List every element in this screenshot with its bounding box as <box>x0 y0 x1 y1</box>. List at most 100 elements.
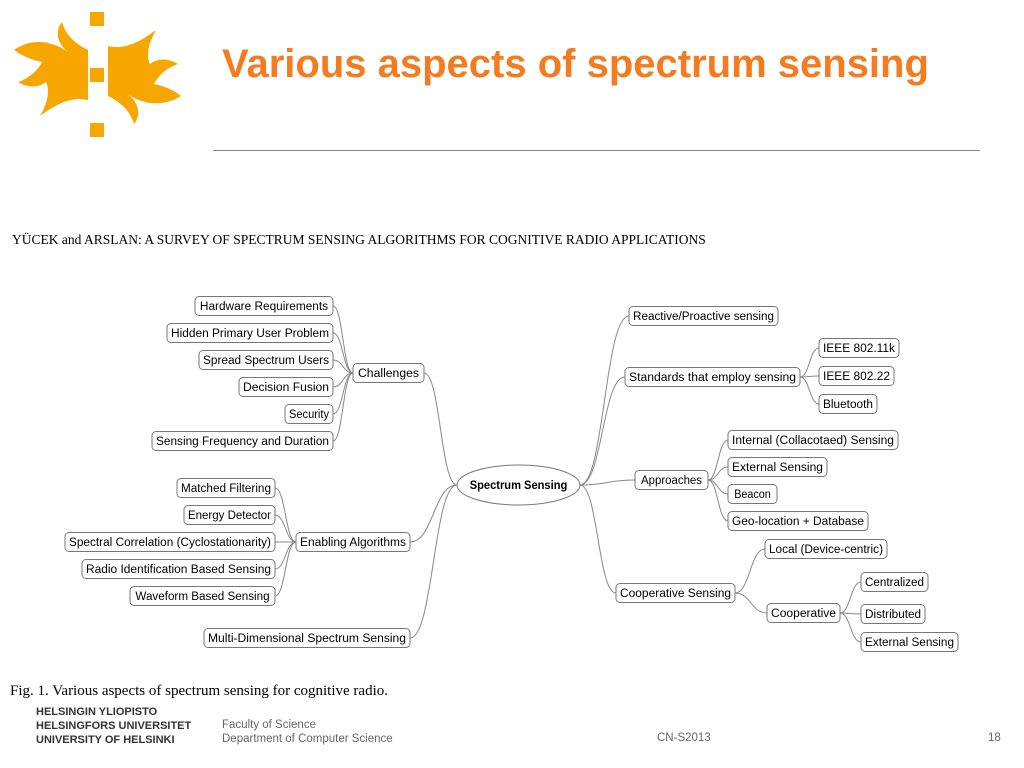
connector <box>734 592 768 614</box>
node-box <box>176 478 276 498</box>
node-waveform-based-sensing: Waveform Based Sensing <box>129 586 276 606</box>
university-name-sv: HELSINGFORS UNIVERSITET <box>36 720 192 732</box>
connector <box>579 484 617 594</box>
paper-header: YÜCEK and ARSLAN: A SURVEY OF SPECTRUM S… <box>12 232 706 247</box>
node-box <box>194 296 334 316</box>
node-label: Beacon <box>734 489 771 501</box>
node-label: Local (Device-centric) <box>769 544 883 556</box>
node-security: Security <box>284 404 334 424</box>
connector <box>579 376 626 486</box>
node-hidden-primary-user-problem: Hidden Primary User Problem <box>166 323 334 343</box>
node-geo-location-database: Geo-location + Database <box>727 511 869 531</box>
connector <box>707 439 729 481</box>
connector <box>734 548 766 594</box>
node-box <box>129 586 276 606</box>
node-box <box>166 323 334 343</box>
node-box <box>764 539 888 559</box>
node-box <box>183 505 276 525</box>
slide-number: 18 <box>988 732 1001 744</box>
connector <box>332 372 354 442</box>
title-divider <box>213 150 980 151</box>
connector <box>799 347 820 378</box>
connector <box>274 487 297 543</box>
node-box <box>284 404 334 424</box>
node-box <box>727 430 899 450</box>
node-label: Cooperative <box>771 608 836 620</box>
node-local-device-centric: Local (Device-centric) <box>764 539 888 559</box>
university-name: HELSINGIN YLIOPISTO HELSINGFORS UNIVERSI… <box>36 705 191 747</box>
node-label: Security <box>289 409 329 421</box>
node-enabling-algorithms: Enabling Algorithms <box>295 532 411 552</box>
node-external-sensing: External Sensing <box>727 457 828 477</box>
node-label: Hardware Requirements <box>200 301 328 313</box>
connector <box>423 372 458 486</box>
university-name-en: UNIVERSITY OF HELSINKI <box>36 734 175 746</box>
node-box <box>456 464 581 506</box>
node-label: IEEE 802.22 <box>823 371 890 383</box>
node-challenges: Challenges <box>352 363 425 383</box>
node-hardware-requirements: Hardware Requirements <box>194 296 334 316</box>
node-label: Centralized <box>865 577 924 589</box>
node-cooperative: Cooperative <box>766 603 841 623</box>
node-label: Matched Filtering <box>181 483 271 495</box>
node-label: External Sensing <box>732 462 823 474</box>
node-label: Challenges <box>358 368 419 380</box>
node-approaches: Approaches <box>634 470 709 490</box>
connector <box>707 479 729 522</box>
connector <box>707 466 729 481</box>
node-box <box>860 632 959 652</box>
university-name-fi: HELSINGIN YLIOPISTO <box>36 706 158 718</box>
connector <box>332 305 354 374</box>
node-label: Spectral Correlation (Cyclostationarity) <box>69 537 271 549</box>
figure-caption: Fig. 1. Various aspects of spectrum sens… <box>10 683 388 699</box>
node-sensing-frequency-and-duration: Sensing Frequency and Duration <box>151 431 334 451</box>
node-label: IEEE 802.11k <box>823 343 895 355</box>
node-box <box>203 628 411 648</box>
node-label: Bluetooth <box>823 399 873 411</box>
node-standards-that-employ-sensing: Standards that employ sensing <box>624 367 801 387</box>
node-box <box>727 484 778 504</box>
node-box <box>624 367 801 387</box>
node-label: External Sensing <box>865 637 954 649</box>
node-label: Reactive/Proactive sensing <box>633 311 774 323</box>
node-label: Decision Fusion <box>243 382 329 394</box>
node-label: Spectrum Sensing <box>470 480 568 492</box>
node-label: Geo-location + Database <box>732 516 864 528</box>
node-box <box>198 350 334 370</box>
node-label: Spread Spectrum Users <box>203 355 329 367</box>
node-box <box>634 470 709 490</box>
node-label: Standards that employ sensing <box>629 372 796 384</box>
slide-title: Various aspects of spectrum sensing <box>222 42 929 86</box>
connector <box>579 315 630 486</box>
node-radio-identification-based-sensing: Radio Identification Based Sensing <box>81 559 276 579</box>
node-spectral-correlation-cyclostationarity: Spectral Correlation (Cyclostationarity) <box>64 532 276 552</box>
node-label: Sensing Frequency and Duration <box>156 436 329 448</box>
footer-faculty: Faculty of Science <box>222 719 316 731</box>
node-box <box>727 457 828 477</box>
connector <box>839 581 862 614</box>
node-box <box>860 572 929 592</box>
connector <box>274 541 297 597</box>
spectrum-sensing-mindmap: Spectrum Sensing Challenges Hardware Requi… <box>64 296 959 652</box>
node-label: Internal (Collacotaed) Sensing <box>732 435 894 447</box>
node-cooperative-sensing: Cooperative Sensing <box>615 583 736 603</box>
node-distributed: Distributed <box>860 604 926 624</box>
node-decision-fusion: Decision Fusion <box>238 377 334 397</box>
connector <box>274 514 297 543</box>
footer-course-code: CN-S2013 <box>657 732 711 744</box>
node-box <box>615 583 736 603</box>
node-matched-filtering: Matched Filtering <box>176 478 276 498</box>
node-box <box>81 559 276 579</box>
node-spectrum-sensing: Spectrum Sensing <box>456 464 581 506</box>
connector <box>274 541 297 570</box>
connector <box>332 359 354 374</box>
connector <box>579 479 636 486</box>
connector <box>799 376 820 405</box>
node-label: Energy Detector <box>188 510 271 522</box>
footer-department: Department of Computer Science <box>222 733 393 745</box>
node-box <box>818 338 900 358</box>
node-label: Radio Identification Based Sensing <box>86 564 271 576</box>
node-box <box>727 511 869 531</box>
node-reactive-proactive-sensing: Reactive/Proactive sensing <box>628 306 779 326</box>
node-ieee-802-11k: IEEE 802.11k <box>818 338 900 358</box>
